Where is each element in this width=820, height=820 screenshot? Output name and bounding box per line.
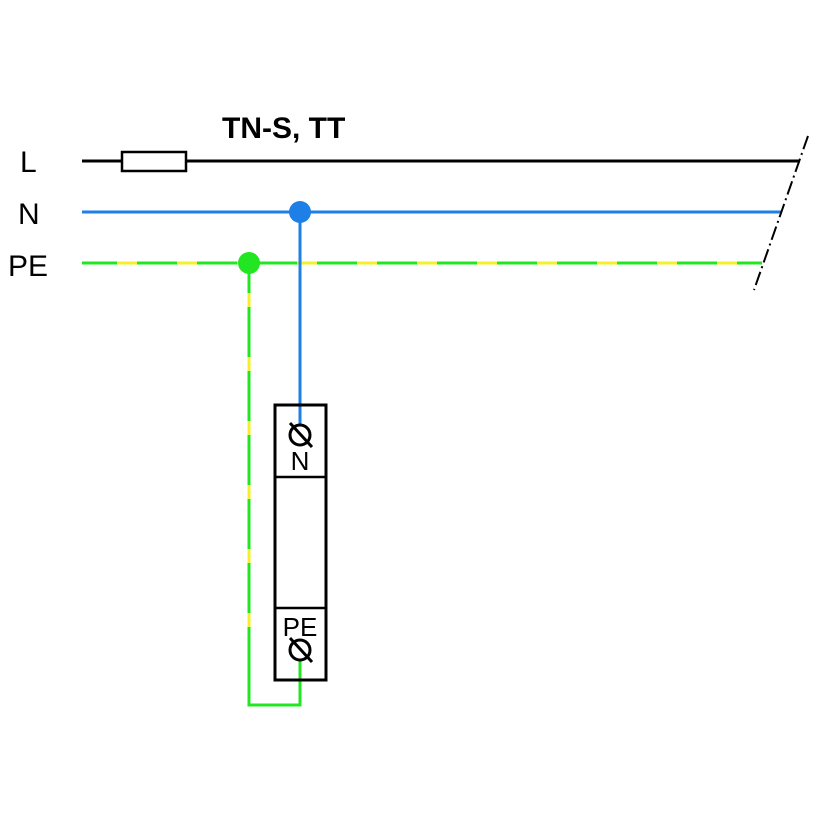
junction-n	[289, 201, 311, 223]
n-terminal-icon	[288, 421, 314, 449]
label-pe: PE	[8, 250, 48, 283]
fuse	[120, 150, 188, 173]
n-terminal-label: N	[291, 446, 310, 476]
wire-pe-drop	[247, 263, 302, 707]
break-line	[753, 135, 809, 291]
surge-protector	[273, 403, 328, 682]
label-l: L	[20, 146, 37, 179]
diagram-title: TN-S, TT	[222, 112, 345, 145]
label-n: N	[18, 198, 40, 231]
pe-terminal-label: PE	[283, 612, 318, 642]
pe-terminal-icon	[288, 636, 314, 664]
junction-pe	[238, 252, 260, 274]
